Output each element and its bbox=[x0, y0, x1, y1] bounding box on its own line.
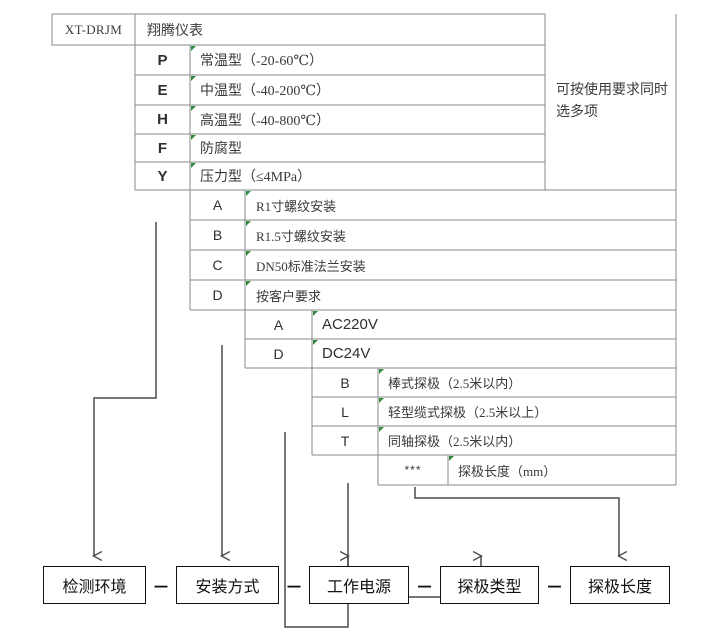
comment-marker-icon bbox=[379, 427, 384, 432]
code-cell-environment: F bbox=[157, 139, 168, 157]
code-cell-mounting: D bbox=[212, 287, 223, 303]
connector-environment bbox=[94, 222, 157, 556]
code-cell-environment: E bbox=[157, 81, 168, 99]
note-cell: 可按使用要求同时选多项 bbox=[556, 14, 676, 190]
legend-box-mounting[interactable]: 安装方式 bbox=[176, 566, 279, 604]
legend-box-environment[interactable]: 检测环境 bbox=[43, 566, 146, 604]
code-cell-mounting: B bbox=[212, 227, 223, 243]
desc-cell-environment: 中温型（-40-200℃） bbox=[200, 84, 330, 99]
desc-cell-environment: 防腐型 bbox=[200, 142, 242, 157]
note-text: 可按使用要求同时选多项 bbox=[556, 83, 668, 120]
comment-marker-icon bbox=[379, 398, 384, 403]
desc-cell-mounting: R1寸螺纹安装 bbox=[256, 198, 337, 214]
desc-cell-probe-type: 棒式探极（2.5米以内） bbox=[388, 376, 522, 391]
comment-marker-icon bbox=[191, 76, 196, 81]
legend-separator: － bbox=[546, 577, 563, 597]
legend-box-probe-type[interactable]: 探极类型 bbox=[440, 566, 539, 604]
code-cell-environment: P bbox=[157, 51, 168, 69]
model-prefix-cell: XT-DRJM bbox=[64, 21, 123, 37]
comment-marker-icon bbox=[246, 251, 251, 256]
legend-box-probe-length[interactable]: 探极长度 bbox=[570, 566, 670, 604]
comment-marker-icon bbox=[246, 191, 251, 196]
desc-cell-environment: 压力型（≤4MPa） bbox=[200, 170, 312, 185]
comment-marker-icon bbox=[191, 46, 196, 51]
desc-cell-probe-type: 同轴探极（2.5米以内） bbox=[388, 434, 522, 449]
comment-marker-icon bbox=[313, 311, 318, 316]
desc-cell-mounting: 按客户要求 bbox=[256, 288, 322, 304]
legend-separator: － bbox=[416, 577, 433, 597]
comment-marker-icon bbox=[191, 135, 196, 140]
code-cell-environment: H bbox=[157, 111, 168, 128]
code-cell-probe-type: T bbox=[340, 432, 350, 449]
desc-cell-probe-length: 探极长度（mm） bbox=[458, 463, 557, 479]
comment-marker-icon bbox=[379, 369, 384, 374]
code-cell-power: A bbox=[273, 316, 284, 333]
code-cell-probe-type: L bbox=[341, 403, 349, 420]
desc-cell-mounting: DN50标准法兰安装 bbox=[256, 258, 366, 274]
comment-marker-icon bbox=[191, 163, 196, 168]
table-grid bbox=[51, 13, 677, 486]
desc-cell-environment: 常温型（-20-60℃） bbox=[200, 54, 323, 69]
code-cell-mounting: C bbox=[212, 257, 223, 273]
desc-cell-mounting: R1.5寸螺纹安装 bbox=[256, 228, 346, 244]
comment-marker-icon bbox=[313, 340, 318, 345]
desc-cell-power: AC220V bbox=[322, 316, 378, 333]
desc-cell-probe-type: 轻型缆式探极（2.5米以上） bbox=[388, 405, 548, 420]
code-cell-power: D bbox=[273, 345, 284, 362]
desc-cell-environment: 高温型（-40-800℃） bbox=[200, 113, 330, 129]
legend-separator: － bbox=[152, 577, 170, 597]
code-cell-mounting: A bbox=[212, 197, 223, 213]
comment-marker-icon bbox=[246, 221, 251, 226]
code-cell-probe-length: *** bbox=[404, 463, 422, 477]
comment-marker-icon bbox=[449, 456, 454, 461]
code-cell-probe-type: B bbox=[340, 374, 350, 391]
desc-cell-power: DC24V bbox=[322, 345, 371, 362]
comment-marker-icon bbox=[246, 281, 251, 286]
legend-separator: － bbox=[285, 577, 303, 597]
connector-probe-length bbox=[414, 487, 619, 556]
legend-box-power[interactable]: 工作电源 bbox=[309, 566, 409, 604]
brand-name-cell: 翔腾仪表 bbox=[147, 23, 203, 39]
comment-marker-icon bbox=[191, 106, 196, 111]
code-cell-environment: Y bbox=[157, 167, 168, 185]
